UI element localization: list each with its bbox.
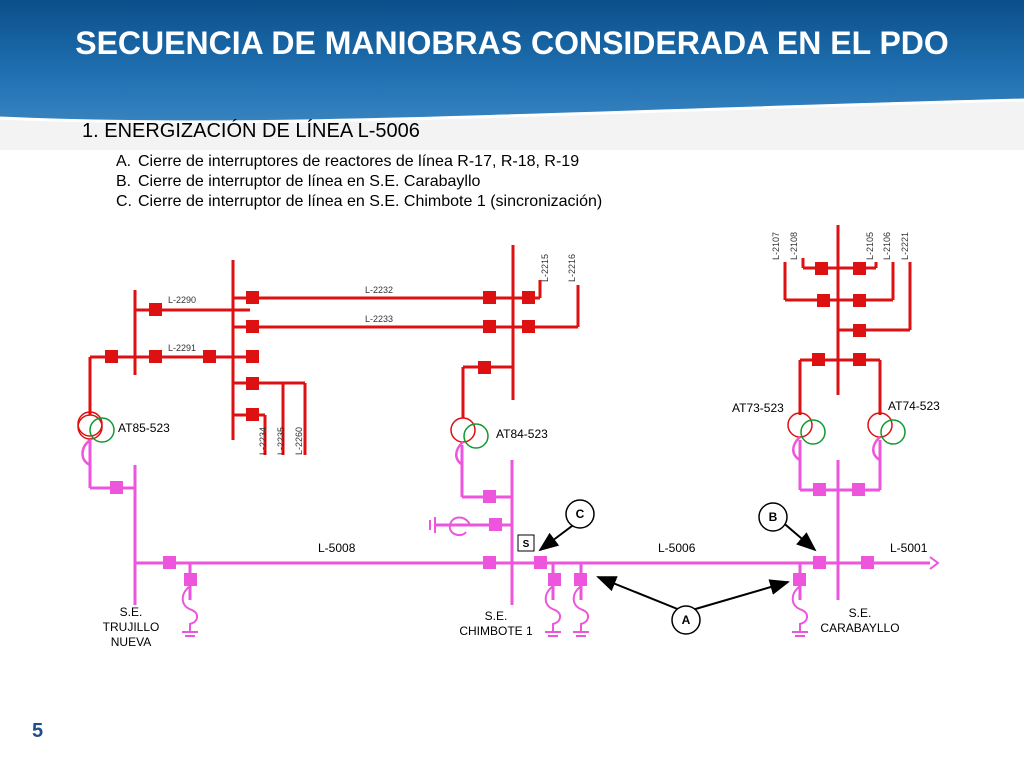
label-l2234: L-2234	[258, 427, 268, 455]
label-l5001: L-5001	[890, 541, 928, 555]
page-number: 5	[32, 720, 44, 742]
diagram-label: C	[576, 507, 585, 521]
transformer-at84	[450, 417, 489, 467]
diagram-label: NUEVA	[111, 635, 151, 649]
step-c: C.Cierre de interruptor de línea en S.E.…	[116, 193, 603, 210]
substation-chimbote: S.E. CHIMBOTE 1	[459, 609, 533, 638]
label-l2291: L-2291	[168, 343, 196, 353]
diagram-label: TRUJILLO	[103, 620, 160, 634]
reactor-ground-symbols	[181, 516, 808, 637]
label-l2221: L-2221	[900, 232, 910, 260]
label-l2106: L-2106	[882, 232, 892, 260]
diagram-label: A	[682, 613, 691, 627]
label-l5006: L-5006	[658, 541, 696, 555]
ehv-breakers	[110, 481, 874, 586]
hv-breakers	[105, 262, 866, 421]
label-at85: AT85-523	[118, 421, 170, 435]
label-l2215: L-2215	[540, 254, 550, 282]
diagram-label: S.E.	[120, 605, 143, 619]
marker-c: C	[565, 499, 595, 529]
header-wave	[0, 98, 1024, 150]
diagram-label: S.E.	[485, 609, 508, 623]
transformer-at73	[787, 412, 826, 462]
label-at73: AT73-523	[732, 401, 784, 415]
substation-trujillo: S.E. TRUJILLO NUEVA	[103, 605, 160, 649]
diagram-label: S	[523, 539, 530, 550]
diagram-label: S.E.	[849, 606, 872, 620]
marker-b: B	[758, 502, 788, 532]
marker-a: A	[671, 605, 701, 635]
label-l2233: L-2233	[365, 314, 393, 324]
transformer-at85	[77, 411, 115, 467]
substation-carabayllo: S.E. CARABAYLLO	[820, 606, 899, 635]
label-l2290: L-2290	[168, 295, 196, 305]
step-b: B.Cierre de interruptor de línea en S.E.…	[116, 173, 481, 190]
transformer-at74	[867, 412, 906, 462]
marker-s: S	[517, 534, 535, 552]
hv-network	[88, 225, 912, 455]
label-at74: AT74-523	[888, 399, 940, 413]
label-l2235: L-2235	[276, 427, 286, 455]
label-l5008: L-5008	[318, 541, 356, 555]
label-l2216: L-2216	[567, 254, 577, 282]
diagram-label: CHIMBOTE 1	[459, 624, 533, 638]
label-l2107: L-2107	[771, 232, 781, 260]
step-a: A.Cierre de interruptores de reactores d…	[116, 153, 580, 170]
section-heading: 1. ENERGIZACIÓN DE LÍNEA L-5006	[82, 120, 420, 142]
label-at84: AT84-523	[496, 427, 548, 441]
label-l2105: L-2105	[865, 232, 875, 260]
steps-list: A.Cierre de interruptores de reactores d…	[116, 152, 602, 212]
label-l2232: L-2232	[365, 285, 393, 295]
diagram-label: CARABAYLLO	[820, 621, 899, 635]
diagram-label: B	[769, 510, 778, 524]
label-l2260: L-2260	[294, 427, 304, 455]
page-title: SECUENCIA DE MANIOBRAS CONSIDERADA EN EL…	[75, 25, 949, 61]
label-l2108: L-2108	[789, 232, 799, 260]
